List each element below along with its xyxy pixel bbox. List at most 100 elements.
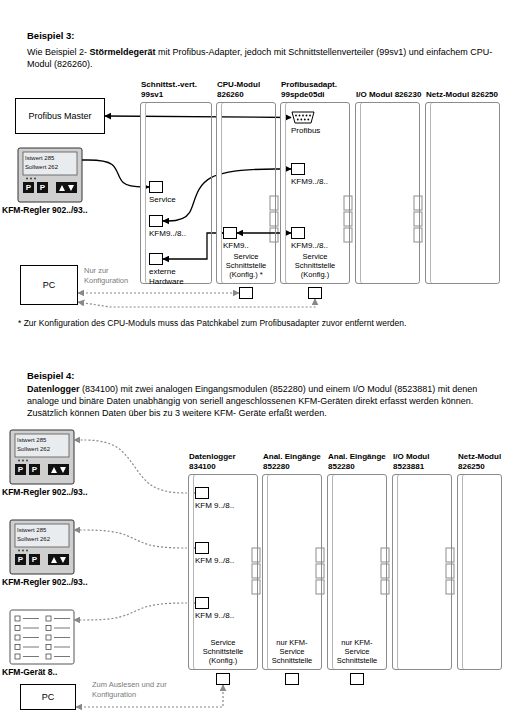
service-label: nur KFM-Service Schnittstelle <box>331 638 383 665</box>
bold-text: Datenlogger <box>27 384 80 394</box>
socket <box>291 227 305 239</box>
port-label: KFM9.. <box>223 241 271 251</box>
module-housing: Anal. Eingänge 852280nur KFM-Service Sch… <box>327 474 387 670</box>
bold-text: Störmeldegerät <box>90 47 156 57</box>
port-socket: externe Hardware <box>149 253 207 287</box>
socket <box>239 287 253 299</box>
port-socket: KFM9../8.. <box>149 215 205 239</box>
module-heading: CPU-Modul 826260 <box>217 80 281 100</box>
socket <box>195 542 209 554</box>
cable-connector <box>82 160 149 187</box>
service-port: Service Schnittstelle (Konfig.) <box>284 252 346 299</box>
display-text: Istwert 285 <box>17 436 46 444</box>
socket <box>291 163 305 175</box>
port-label: KFM9../8.. <box>149 229 205 239</box>
cable-connector <box>105 116 291 118</box>
device-node: KFM-Regler 902../93.. Istwert 285Sollwert… <box>2 430 106 497</box>
display-text: Sollwert 262 <box>17 535 50 543</box>
button-label: P <box>29 464 40 475</box>
module-housing: Anal. Eingänge 852280nur KFM-Service Sch… <box>262 474 322 670</box>
module-housing: Profibusadapt. 99spde05diProfibusKFM9../… <box>280 102 350 284</box>
module-housing: I/O Modul 8523881 <box>392 474 452 670</box>
port-label: KFM 9../8.. <box>195 611 253 621</box>
text-box: PC <box>20 684 76 710</box>
device-label: KFM-Regler 902../93.. <box>2 487 106 497</box>
module-heading: Netz-Modul 826250 <box>458 452 507 472</box>
port-label: externe Hardware <box>149 267 207 287</box>
controller-device <box>18 148 82 202</box>
controller-device <box>10 520 74 574</box>
socket <box>195 597 209 609</box>
box-label: PC <box>43 280 56 291</box>
socket <box>149 181 163 193</box>
port-label: Service <box>149 195 205 205</box>
device-node: KFM-Gerät 8.. <box>2 610 106 677</box>
module-housing: CPU-Modul 826260KFM9..Service Schnittste… <box>216 102 276 284</box>
port-socket: Service <box>149 181 205 205</box>
display-text: Sollwert 262 <box>17 445 50 453</box>
port-socket: KFM9../8.. <box>291 227 347 251</box>
port-socket: KFM 9../8.. <box>195 542 253 566</box>
socket <box>285 673 299 685</box>
note-text: Zum Auslesen und zur Konfiguration <box>92 680 182 700</box>
button-label: P <box>29 554 40 565</box>
cable-connector <box>163 169 291 221</box>
service-label: Service Schnittstelle (Konfig.) <box>284 252 346 279</box>
device-label: KFM-Gerät 8.. <box>2 667 106 677</box>
port-label: KFM9../8.. <box>291 241 347 251</box>
device-face <box>10 610 74 664</box>
kfm-device-rows <box>15 616 70 659</box>
socket <box>308 287 322 299</box>
module-tabs <box>252 196 454 594</box>
service-label: Service Schnittstelle (Konfig.) <box>192 638 254 665</box>
dashed-connector <box>78 299 315 307</box>
cable-connector <box>237 232 291 233</box>
module-heading: Datenlogger 834100 <box>189 452 263 472</box>
button-label: P <box>15 554 26 565</box>
box-label: Profibus Master <box>28 111 91 122</box>
note-text: Nur zur Konfiguration <box>84 266 138 286</box>
profibus-connector: Profibus <box>291 111 347 136</box>
module-heading: I/O Modul 826230 <box>356 90 425 100</box>
section-heading: Beispiel 3: <box>27 30 75 42</box>
dashed-connector <box>74 603 195 620</box>
section-heading: Beispiel 4: <box>27 370 75 382</box>
port-socket: KFM 9../8.. <box>195 597 253 621</box>
device-label: KFM-Regler 902../93.. <box>2 205 106 215</box>
port-label: KFM 9../8.. <box>195 501 253 511</box>
module-housing: Schnittst.-vert. 99sv1ServiceKFM9../8..e… <box>140 102 212 284</box>
module-housing: I/O Modul 826230 <box>355 102 420 284</box>
socket <box>223 227 237 239</box>
port-socket: KFM9../8.. <box>291 163 347 187</box>
port-label: KFM9../8.. <box>291 177 347 187</box>
box-label: PC <box>42 692 55 703</box>
socket <box>216 673 230 685</box>
service-port: nur KFM-Service Schnittstelle <box>331 638 383 685</box>
module-heading: Netz-Modul 826250 <box>426 90 505 100</box>
port-label: KFM 9../8.. <box>195 556 253 566</box>
service-label: nur KFM-Service Schnittstelle <box>266 638 318 665</box>
kfm-device <box>10 610 74 664</box>
button-label: P <box>37 182 48 193</box>
paragraph-text: Wie Beispiel 2- <box>27 47 87 57</box>
module-housing: Netz-Modul 826250 <box>425 102 500 284</box>
display-text: Istwert 285 <box>17 526 46 534</box>
paragraph-text: (834100) mit zwei analogen Eingangsmodul… <box>27 384 477 418</box>
module-heading: I/O Modul 8523881 <box>393 452 457 472</box>
sub-d-connector <box>291 111 315 124</box>
module-heading: Schnittst.-vert. 99sv1 <box>141 80 217 100</box>
dashed-connector <box>78 292 239 293</box>
service-port: nur KFM-Service Schnittstelle <box>266 638 318 685</box>
display-text: Sollwert 262 <box>25 163 58 171</box>
module-heading: Anal. Eingänge 852280 <box>263 452 327 472</box>
service-port: Service Schnittstelle (Konfig.) * <box>220 252 272 299</box>
socket <box>149 215 163 227</box>
paragraph: Wie Beispiel 2-Störmeldegerätmit Profibu… <box>27 46 497 70</box>
paragraph: Datenlogger(834100) mit zwei analogen Ei… <box>27 383 497 419</box>
module-housing: Netz-Modul 826250 <box>457 474 502 670</box>
button-label: P <box>23 182 34 193</box>
dashed-connector <box>74 440 195 493</box>
socket <box>195 487 209 499</box>
controller-device <box>10 430 74 484</box>
display-text: Istwert 285 <box>25 154 54 162</box>
